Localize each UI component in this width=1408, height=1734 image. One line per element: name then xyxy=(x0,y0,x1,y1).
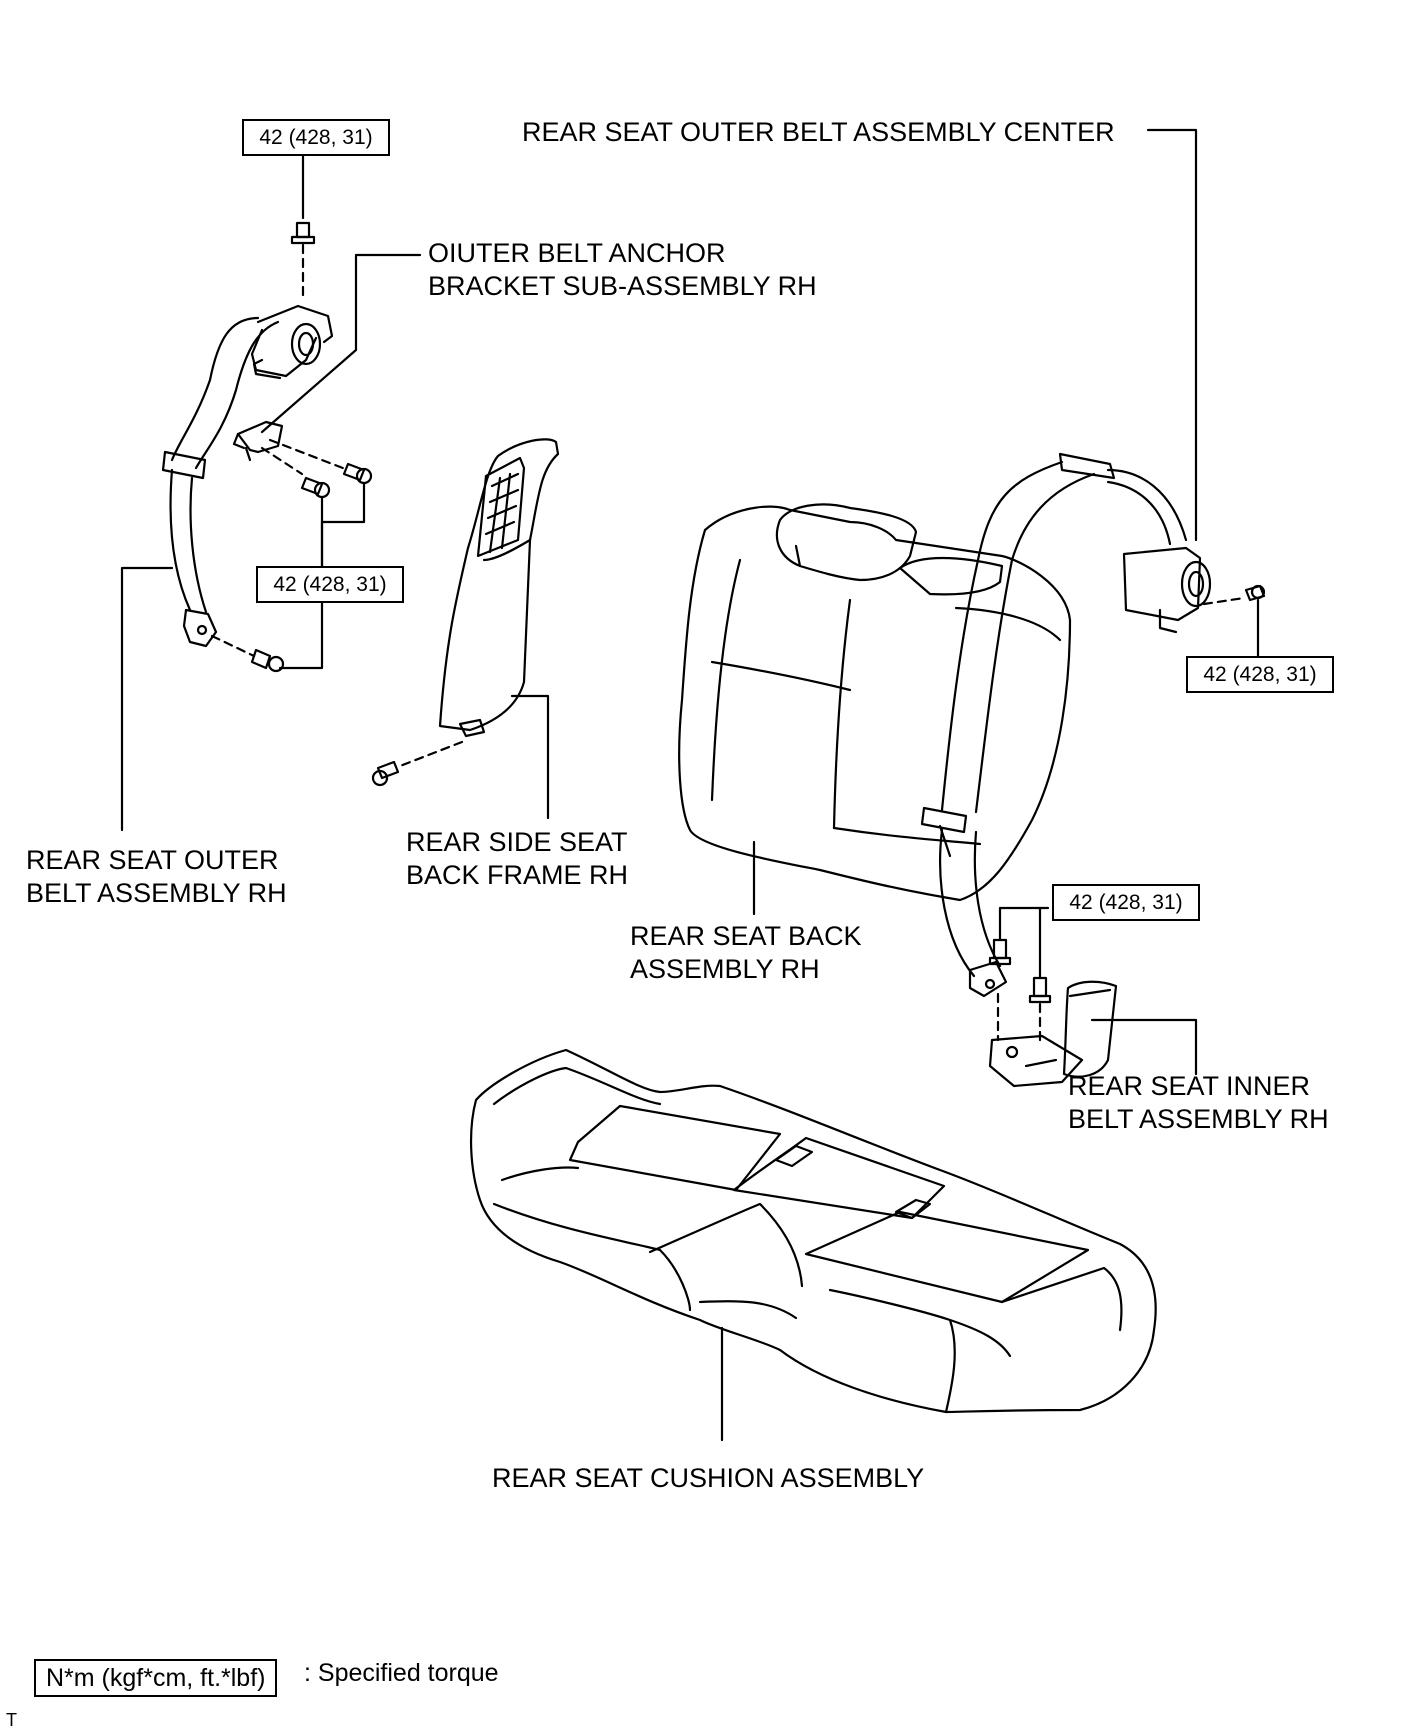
label-side-frame-line1: REAR SIDE SEAT xyxy=(406,827,628,857)
corner-mark: T xyxy=(6,1710,17,1730)
top-retractor-bolt xyxy=(290,153,316,245)
outer-belt-rh-part xyxy=(120,153,334,832)
label-seat-back-line1: REAR SEAT BACK xyxy=(630,921,862,951)
torque-spec-inner-belt: 42 (428, 31) xyxy=(1052,884,1200,921)
seat-back-part xyxy=(678,503,1072,916)
label-outer-belt-rh-line2: BELT ASSEMBLY RH xyxy=(26,878,287,908)
legend-description: : Specified torque xyxy=(304,1659,499,1687)
label-seat-back-line2: ASSEMBLY RH xyxy=(630,954,820,984)
side-seat-back-frame-part xyxy=(371,438,560,820)
label-outer-belt-center: REAR SEAT OUTER BELT ASSEMBLY CENTER xyxy=(522,117,1115,147)
torque-spec-anchor-bolts: 42 (428, 31) xyxy=(256,566,404,603)
label-side-frame-line2: BACK FRAME RH xyxy=(406,860,629,890)
torque-spec-top-retractor: 42 (428, 31) xyxy=(242,119,390,156)
legend-unit-box: N*m (kgf*cm, ft.*lbf) xyxy=(34,1659,278,1697)
label-inner-belt-line2: BELT ASSEMBLY RH xyxy=(1068,1104,1329,1134)
outer-belt-center-part xyxy=(920,128,1266,1042)
label-cushion: REAR SEAT CUSHION ASSEMBLY xyxy=(492,1463,925,1493)
torque-spec-center-retractor: 42 (428, 31) xyxy=(1186,656,1334,693)
label-inner-belt-line1: REAR SEAT INNER xyxy=(1068,1071,1311,1101)
label-anchor-bracket-line2: BRACKET SUB-ASSEMBLY RH xyxy=(428,271,817,301)
inner-belt-part xyxy=(988,906,1198,1088)
anchor-bracket-part xyxy=(232,253,422,670)
label-outer-belt-rh-line1: REAR SEAT OUTER xyxy=(26,845,279,875)
seat-cushion-part xyxy=(470,1048,1157,1442)
label-anchor-bracket-line1: OIUTER BELT ANCHOR xyxy=(428,238,726,268)
